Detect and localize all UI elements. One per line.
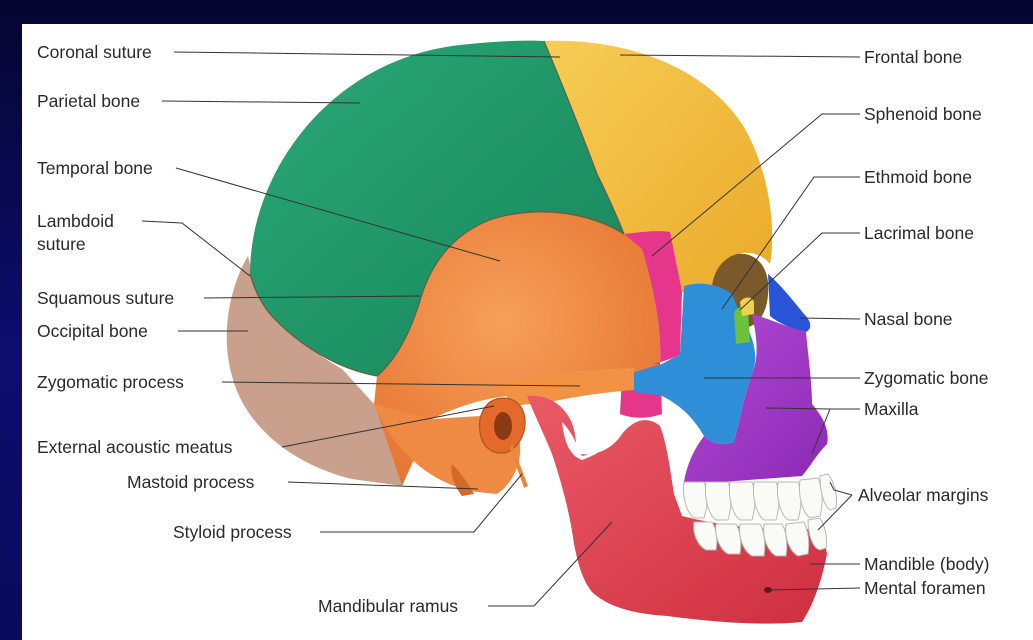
label-external-acoustic-meatus: External acoustic meatus	[37, 437, 233, 457]
label-occipital-bone: Occipital bone	[37, 321, 148, 341]
label-mandible-body: Mandible (body)	[864, 554, 989, 574]
label-frontal-bone: Frontal bone	[864, 47, 962, 67]
label-lambdoid-suture-2: suture	[37, 234, 86, 254]
label-maxilla: Maxilla	[864, 399, 919, 419]
label-alveolar-margins: Alveolar margins	[858, 485, 989, 505]
lacrimal-bone-region	[740, 298, 754, 317]
label-zygomatic-bone: Zygomatic bone	[864, 368, 989, 388]
label-nasal-bone: Nasal bone	[864, 309, 953, 329]
label-mandibular-ramus: Mandibular ramus	[318, 596, 458, 616]
label-sphenoid-bone: Sphenoid bone	[864, 104, 982, 124]
label-lambdoid-suture-1: Lambdoid	[37, 211, 114, 231]
label-mental-foramen: Mental foramen	[864, 578, 986, 598]
label-parietal-bone: Parietal bone	[37, 91, 140, 111]
label-coronal-suture: Coronal suture	[37, 42, 152, 62]
skull-diagram: Coronal suture Parietal bone Temporal bo…	[22, 24, 1033, 640]
lower-teeth	[694, 518, 827, 556]
label-mastoid-process: Mastoid process	[127, 472, 255, 492]
label-lacrimal-bone: Lacrimal bone	[864, 223, 974, 243]
label-zygomatic-process: Zygomatic process	[37, 372, 184, 392]
label-squamous-suture: Squamous suture	[37, 288, 174, 308]
label-ethmoid-bone: Ethmoid bone	[864, 167, 972, 187]
diagram-panel: Coronal suture Parietal bone Temporal bo…	[22, 24, 1033, 640]
ear-canal	[494, 412, 512, 440]
label-styloid-process: Styloid process	[173, 522, 292, 542]
label-temporal-bone: Temporal bone	[37, 158, 153, 178]
